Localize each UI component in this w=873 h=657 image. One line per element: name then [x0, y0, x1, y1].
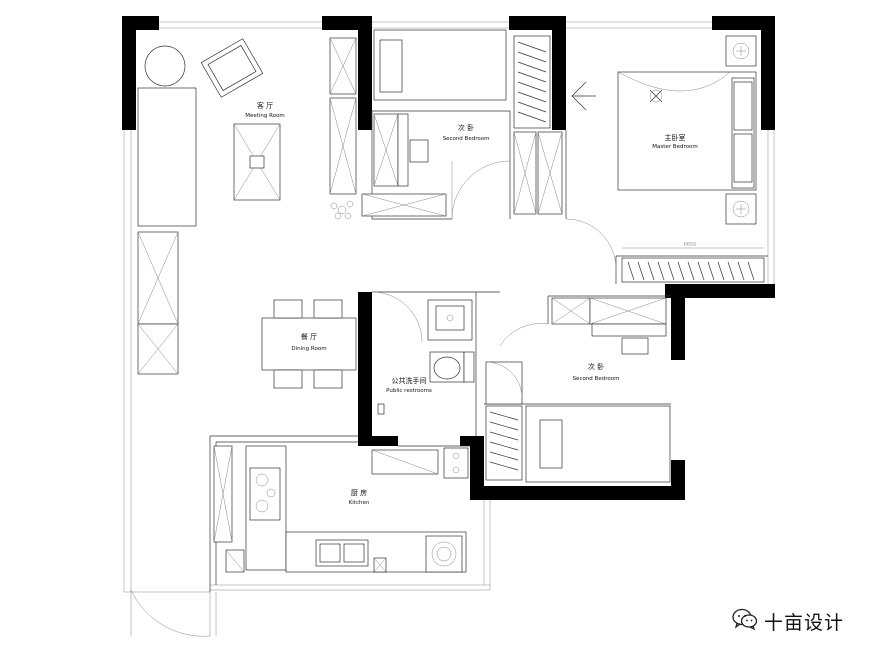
kitchen-fixtures	[213, 445, 469, 573]
master-bedroom-label-en: Master Bedroom	[652, 144, 697, 150]
room-labels: 客 厅 Meeting Room 次 卧 Second Bedroom 主卧室 …	[245, 101, 698, 506]
watermark: 十亩设计	[732, 606, 844, 636]
master-bedroom-label-cn: 主卧室	[665, 133, 686, 142]
door-swings	[130, 160, 617, 637]
living-room-furniture	[137, 37, 357, 227]
kitchen-label-cn: 厨 房	[351, 488, 367, 497]
second-bedroom-bottom-label-cn: 次 卧	[588, 362, 604, 371]
kitchen-label-en: Kitchen	[349, 500, 370, 506]
watermark-text: 十亩设计	[764, 611, 845, 634]
bedside-plant-icon	[649, 89, 663, 103]
dining-room-label-cn: 餐 厅	[301, 332, 317, 341]
restroom-fixtures	[377, 299, 475, 415]
living-room-label-en: Meeting Room	[245, 113, 285, 119]
second-bedroom-bottom-furniture	[485, 297, 671, 483]
second-bedroom-top-furniture	[361, 29, 563, 217]
left-cabinets	[137, 231, 179, 375]
second-bedroom-top-label-en: Second Bedroom	[443, 136, 490, 142]
restroom-label-cn: 公共洗手间	[392, 376, 427, 385]
closet-hangers	[627, 261, 755, 281]
second-bedroom-top-label-cn: 次 卧	[458, 123, 474, 132]
wardrobe-hangers	[517, 41, 547, 123]
restroom-label-en: Public restrooms	[386, 388, 432, 394]
master-bedroom-furniture	[571, 35, 765, 283]
second-bedroom-bottom-label-en: Second Bedroom	[573, 376, 620, 382]
window-arrow-icon	[571, 81, 596, 111]
dining-room-label-en: Dining Room	[291, 346, 326, 352]
outer-walls-thin	[123, 21, 775, 636]
bottom-wardrobe-hangers	[489, 411, 519, 471]
living-room-label-cn: 客 厅	[257, 101, 273, 110]
wechat-icon	[732, 608, 758, 634]
structural-walls	[122, 16, 775, 500]
plant-icon	[330, 200, 354, 220]
closet-dimension-label: P650	[684, 242, 697, 248]
dining-furniture	[261, 299, 357, 389]
